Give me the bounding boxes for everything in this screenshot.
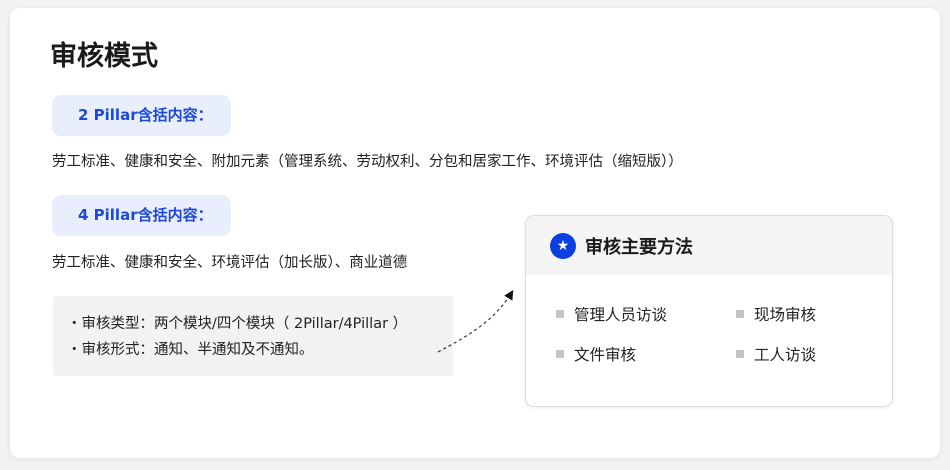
- method-label: 工人访谈: [754, 346, 817, 364]
- bullet-square-icon: [556, 310, 564, 318]
- method-label: 文件审核: [574, 346, 637, 364]
- method-item: 管理人员访谈: [556, 303, 667, 325]
- methods-header: ★ 审核主要方法: [526, 216, 892, 275]
- bullet-square-icon: [736, 350, 744, 358]
- method-label: 现场审核: [754, 306, 817, 324]
- star-icon: ★: [550, 232, 576, 259]
- bullet-square-icon: [736, 310, 744, 318]
- method-item: 现场审核: [736, 303, 816, 325]
- note-audit-form: ・审核形式：通知、半通知及不通知。: [67, 342, 314, 358]
- pillar2-content: 劳工标准、健康和安全、附加元素（管理系统、劳动权利、分包和居家工作、环境评估（缩…: [52, 154, 683, 170]
- notes-box: ・审核类型：两个模块/四个模块（ 2Pillar/4Pillar ） ・审核形式…: [53, 296, 453, 376]
- method-item: 工人访谈: [736, 343, 816, 365]
- pillar4-badge: 4 Pillar含括内容：: [52, 195, 231, 236]
- methods-card: ★ 审核主要方法: [525, 215, 893, 407]
- method-label: 管理人员访谈: [574, 306, 668, 324]
- page-title: 审核模式: [50, 41, 158, 72]
- methods-title: 审核主要方法: [585, 236, 693, 258]
- bullet-square-icon: [556, 350, 564, 358]
- note-audit-type: ・审核类型：两个模块/四个模块（ 2Pillar/4Pillar ）: [67, 316, 408, 332]
- pillar2-badge: 2 Pillar含括内容：: [52, 95, 231, 136]
- method-item: 文件审核: [556, 343, 636, 365]
- pillar4-content: 劳工标准、健康和安全、环境评估（加长版）、商业道德: [52, 255, 408, 271]
